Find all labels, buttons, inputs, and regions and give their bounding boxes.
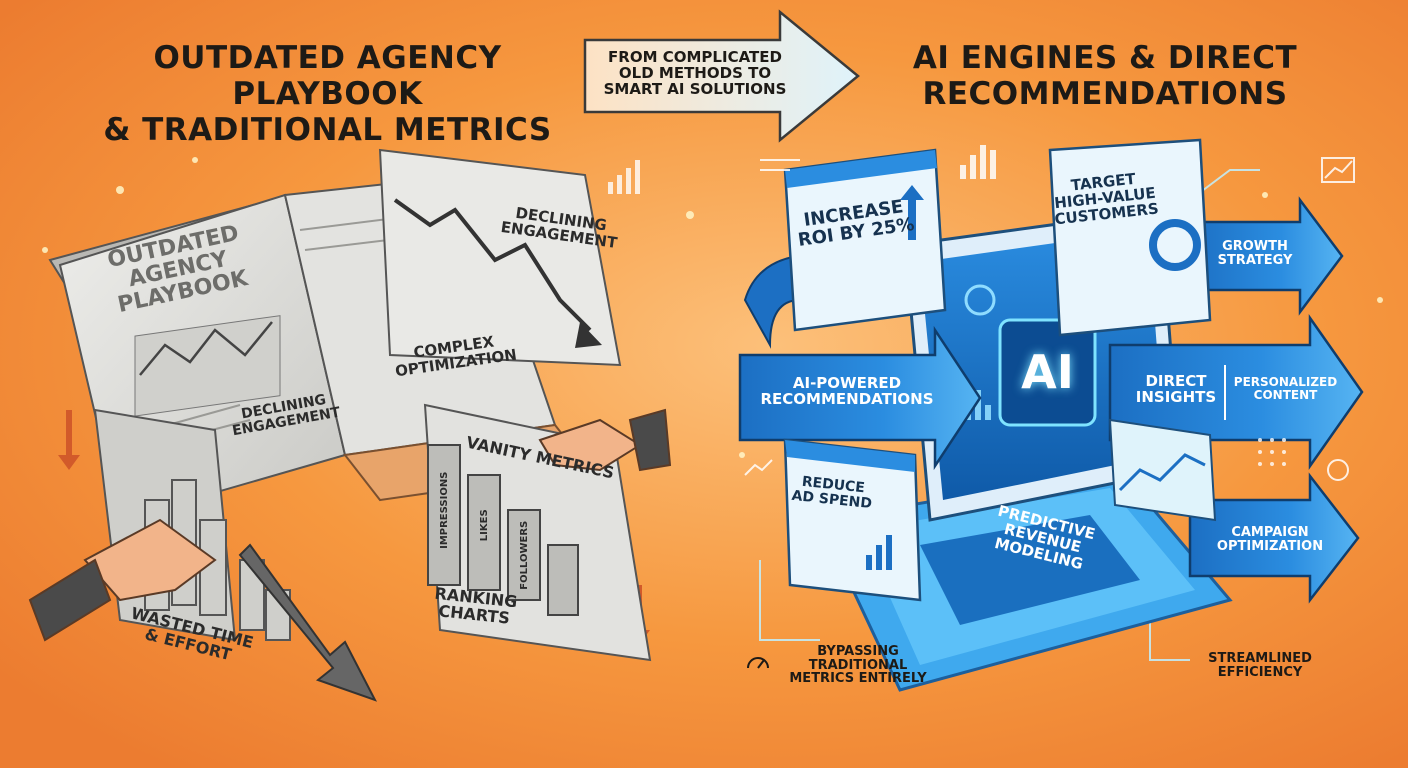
streamlined-label: STREAMLINED EFFICIENCY [1195, 652, 1325, 679]
bar-label-followers: FOLLOWERS [518, 520, 530, 590]
bar-icon-right [960, 145, 996, 179]
bridge-line-2: OLD METHODS TO [618, 63, 772, 82]
left-title: OUTDATED AGENCY PLAYBOOK & TRADITIONAL M… [70, 40, 585, 148]
bar-label-impressions: IMPRESSIONS [438, 471, 450, 549]
direct-insights-label: DIRECT INSIGHTS [1130, 372, 1222, 406]
personalized-content-label: PERSONALIZED CONTENT [1228, 376, 1343, 401]
chart-card-right [1108, 418, 1217, 522]
left-title-line-2: & TRADITIONAL METRICS [103, 112, 552, 148]
ai-core-label: AI [1021, 345, 1074, 399]
bypassing-line-1: BYPASSING [817, 644, 899, 659]
ai-platform-base [817, 468, 1233, 692]
bridge-line-3: SMART AI SOLUTIONS [603, 79, 787, 98]
declining-engagement-paper [378, 148, 622, 367]
growth-line-2: STRATEGY [1217, 252, 1293, 268]
ai-recommendations-label: AI-POWERED RECOMMENDATIONS [752, 374, 942, 408]
ai-rec-line-2: RECOMMENDATIONS [760, 389, 934, 408]
ai-rec-line-1: AI-POWERED [792, 374, 902, 392]
campaign-line-1: CAMPAIGN [1231, 525, 1309, 540]
left-title-line-1: OUTDATED AGENCY PLAYBOOK [153, 40, 502, 112]
ai-recommendations-arrow [738, 253, 982, 471]
direct-line-2: INSIGHTS [1135, 387, 1217, 406]
mini-bar-icon-left [608, 160, 640, 194]
right-title-line-1: AI ENGINES & DIRECT [912, 40, 1298, 76]
personalized-line-2: CONTENT [1253, 387, 1318, 402]
bar-label-likes: LIKES [478, 509, 490, 542]
mini-icons-right [744, 157, 1355, 481]
bypassing-label: BYPASSING TRADITIONAL METRICS ENTIRELY [778, 645, 938, 686]
target-customers-card [1048, 138, 1212, 337]
personalized-line-1: PERSONALIZED [1233, 375, 1338, 389]
bridge-arrow-shape [583, 9, 860, 143]
direct-line-1: DIRECT [1145, 372, 1207, 390]
reduce-ad-spend-card [783, 438, 922, 602]
growth-line-1: GROWTH [1222, 239, 1288, 254]
sparkles [42, 157, 1383, 458]
right-title: AI ENGINES & DIRECT RECOMMENDATIONS [880, 40, 1330, 112]
bridge-line-1: FROM COMPLICATED [608, 48, 782, 66]
right-title-line-2: RECOMMENDATIONS [922, 76, 1288, 112]
campaign-optimization-label: CAMPAIGN OPTIMIZATION [1205, 526, 1335, 553]
bypassing-line-2: TRADITIONAL [808, 657, 908, 673]
gauge-icon [747, 657, 769, 669]
streamlined-line-2: EFFICIENCY [1217, 664, 1303, 680]
hands [28, 408, 672, 642]
bypassing-line-3: METRICS ENTIRELY [789, 671, 927, 687]
streamlined-line-1: STREAMLINED [1208, 651, 1312, 666]
dot-grid [1258, 438, 1286, 466]
increase-roi-card [783, 148, 947, 332]
bridge-arrow-text: FROM COMPLICATED OLD METHODS TO SMART AI… [600, 48, 790, 98]
campaign-optimization-arrow [1188, 472, 1360, 604]
campaign-line-2: OPTIMIZATION [1216, 538, 1324, 554]
growth-strategy-label: GROWTH STRATEGY [1205, 240, 1305, 267]
